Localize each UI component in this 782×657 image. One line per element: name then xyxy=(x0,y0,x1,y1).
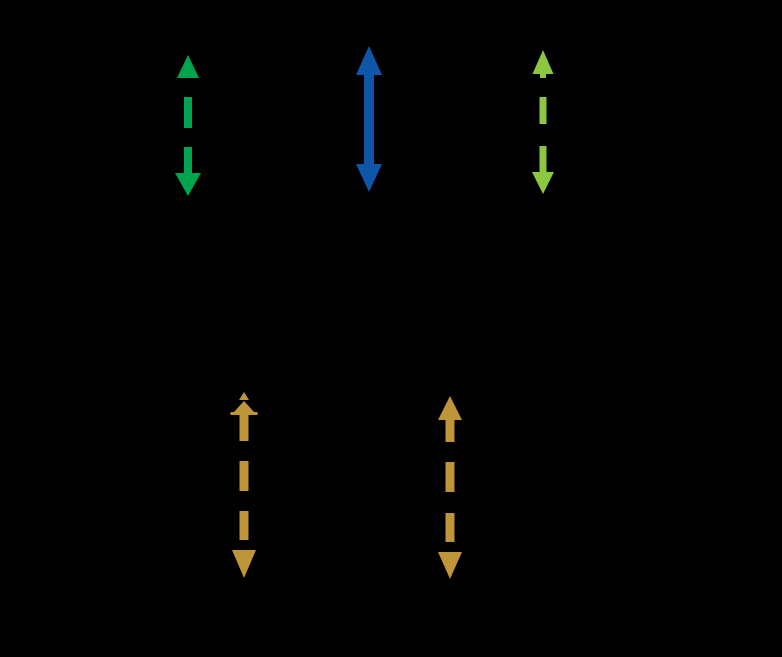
blue-solid-double-arrow-segment xyxy=(356,164,382,192)
blue-solid-double-arrow-segment xyxy=(356,46,382,75)
tan-dashed-double-arrow-left-segment xyxy=(239,511,249,540)
tan-dashed-double-arrow-right-segment xyxy=(445,420,455,442)
light-green-dashed-double-arrow-segment xyxy=(540,74,546,78)
tan-dashed-double-arrow-right-segment xyxy=(438,396,462,420)
light-green-dashed-double-arrow-segment xyxy=(539,97,547,124)
green-dashed-double-arrow-segment xyxy=(184,97,192,128)
tan-dashed-double-arrow-left xyxy=(230,392,258,578)
tan-dashed-double-arrow-right xyxy=(438,396,462,579)
green-dashed-double-arrow-segment xyxy=(177,55,199,78)
green-dashed-double-arrow-segment xyxy=(175,173,201,196)
tan-dashed-double-arrow-right-segment xyxy=(445,513,455,542)
blue-solid-double-arrow xyxy=(356,46,382,192)
tan-dashed-double-arrow-right-segment xyxy=(445,462,455,492)
tan-dashed-double-arrow-left-segment xyxy=(239,415,249,441)
tan-dashed-double-arrow-left-segment xyxy=(239,392,249,400)
tan-dashed-double-arrow-right-segment xyxy=(438,552,462,579)
green-dashed-double-arrow-segment xyxy=(184,147,192,173)
tan-dashed-double-arrow-left-segment xyxy=(239,461,249,491)
tan-dashed-double-arrow-left-segment xyxy=(234,401,254,412)
green-dashed-double-arrow xyxy=(175,55,201,196)
tan-dashed-double-arrow-left-segment xyxy=(232,550,256,578)
tan-dashed-double-arrow-left-segment xyxy=(230,412,258,415)
light-green-dashed-double-arrow-segment xyxy=(532,50,554,74)
light-green-dashed-double-arrow-segment xyxy=(539,146,547,172)
light-green-dashed-double-arrow xyxy=(532,50,554,194)
light-green-dashed-double-arrow-segment xyxy=(532,172,554,194)
blue-solid-double-arrow-segment xyxy=(364,75,374,164)
